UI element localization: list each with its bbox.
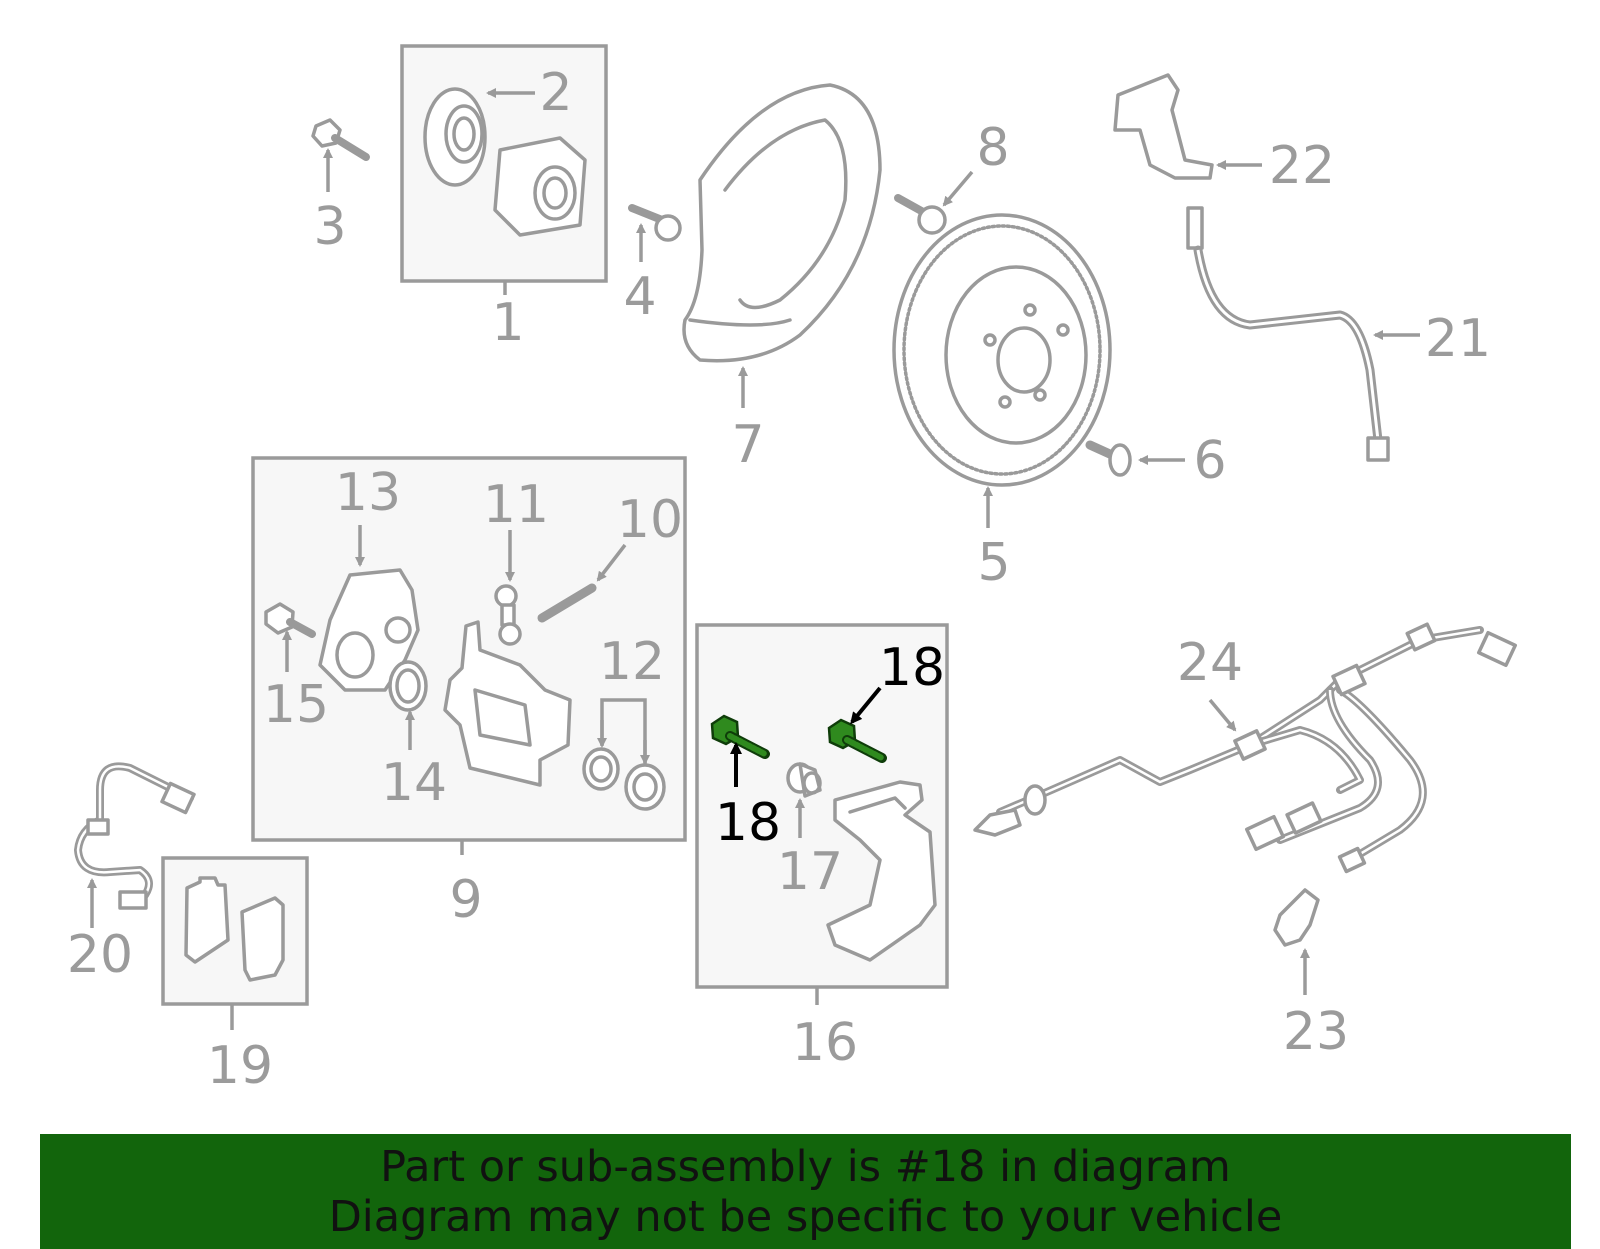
- carrier-bracket-part: [826, 780, 937, 962]
- guide-bolt-18-right: [827, 718, 887, 763]
- callout-5: 5: [977, 533, 1010, 593]
- callout-3: 3: [313, 197, 346, 257]
- brake-hose-part: [1186, 206, 1420, 462]
- callout-labels: 1 2 3 4 5 6 7 8 9 10 11 12 13 14 15 16 1…: [67, 63, 1491, 1096]
- callout-21: 21: [1425, 309, 1491, 369]
- callout-20: 20: [67, 925, 133, 985]
- bracket-22-part: [1113, 73, 1262, 180]
- brake-pads-group: [161, 856, 309, 1030]
- callout-12: 12: [599, 632, 665, 692]
- callout-2: 2: [539, 63, 572, 123]
- callout-13: 13: [335, 463, 401, 523]
- callout-14: 14: [381, 753, 447, 813]
- callout-8: 8: [976, 118, 1009, 178]
- wheel-hub-part: [493, 136, 587, 237]
- callout-22: 22: [1269, 136, 1335, 196]
- caliper-assembly-group: [251, 456, 687, 855]
- brake-rotor-part: [892, 213, 1112, 528]
- callout-9: 9: [449, 870, 482, 930]
- callout-7: 7: [731, 415, 764, 475]
- callout-18-left: 18: [715, 793, 781, 853]
- callout-10: 10: [617, 490, 683, 550]
- callout-18-right: 18: [879, 638, 945, 698]
- callout-19: 19: [207, 1036, 273, 1096]
- screw-6-part: [1085, 440, 1185, 477]
- splash-shield-part: [682, 83, 882, 408]
- wiring-harness-24-part: [973, 622, 1517, 874]
- callout-23: 23: [1283, 1002, 1349, 1062]
- bushing-17-part: [786, 762, 822, 798]
- bolt-3-part: [311, 118, 370, 192]
- callout-11: 11: [483, 475, 549, 535]
- callout-15: 15: [263, 675, 329, 735]
- seal-14-part: [388, 660, 428, 712]
- banner-line-2: Diagram may not be specific to your vehi…: [328, 1192, 1283, 1242]
- hub-assembly-group: [400, 44, 608, 295]
- guide-bolt-18-left: [710, 714, 770, 759]
- banner-line-1: Part or sub-assembly is #18 in diagram: [380, 1142, 1231, 1192]
- caliper-body-part: [443, 620, 572, 787]
- bolt-8-part: [894, 170, 974, 235]
- brake-pads-box: [161, 856, 309, 1006]
- pad-left-part: [184, 876, 230, 964]
- info-banner: Part or sub-assembly is #18 in diagram D…: [40, 1134, 1571, 1249]
- callout-4: 4: [623, 267, 656, 327]
- connector-23-part: [1273, 888, 1320, 995]
- callout-24: 24: [1177, 633, 1243, 693]
- bleeder-11-part: [494, 584, 522, 646]
- callout-16: 16: [792, 1013, 858, 1073]
- seals-12-part: [582, 747, 666, 811]
- carrier-assembly-group: [695, 623, 949, 1005]
- callout-17: 17: [777, 842, 843, 902]
- callout-6: 6: [1193, 431, 1226, 491]
- callout-1: 1: [491, 293, 524, 353]
- bolt-4-part: [628, 204, 682, 262]
- wear-sensor-20-part: [74, 762, 196, 928]
- hub-flange-part: [423, 87, 487, 187]
- pad-right-part: [240, 896, 285, 982]
